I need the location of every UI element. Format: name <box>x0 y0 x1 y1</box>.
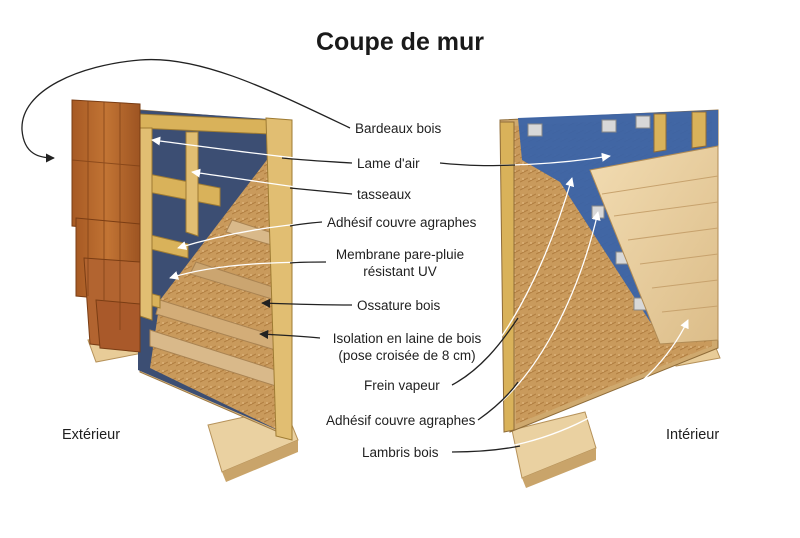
exterior-insulation <box>150 140 282 432</box>
label-exterior: Extérieur <box>62 427 121 443</box>
label-isolation-line2: (pose croisée de 8 cm) <box>338 348 476 363</box>
leader-ossature <box>261 298 353 308</box>
label-interior: Intérieur <box>666 427 720 443</box>
leader-lines <box>21 58 689 453</box>
label-lame-air: Lame d'air <box>357 156 420 171</box>
exterior-foot-right-side <box>222 440 298 482</box>
label-isolation: Isolation en laine de bois (pose croisée… <box>322 330 492 364</box>
interior-paneling-lines <box>601 175 719 313</box>
label-frein: Frein vapeur <box>364 378 440 393</box>
exterior-wall <box>71 99 299 482</box>
label-isolation-line1: Isolation en laine de bois <box>332 331 482 346</box>
exterior-diagonal-boards <box>149 219 283 389</box>
label-lambris: Lambris bois <box>362 445 439 460</box>
interior-studs <box>499 111 707 433</box>
label-ossature: Ossature bois <box>357 298 441 313</box>
label-adhesif-1: Adhésif couvre agraphes <box>327 215 477 230</box>
exterior-cedar-shingles <box>71 99 141 353</box>
interior-wall <box>499 109 721 488</box>
exterior-studs <box>139 117 293 441</box>
leader-lambris <box>451 319 689 453</box>
interior-foot-left-side <box>522 448 596 488</box>
leader-isolation <box>259 329 321 339</box>
page-title: Coupe de mur <box>315 28 485 56</box>
label-adhesif-2: Adhésif couvre agraphes <box>326 413 476 428</box>
label-tasseaux: tasseaux <box>357 187 412 202</box>
leader-bardeaux <box>21 58 351 163</box>
label-membrane-line1: Membrane pare-pluie <box>335 247 465 262</box>
label-membrane: Membrane pare-pluie résistant UV <box>330 246 470 280</box>
label-bardeaux: Bardeaux bois <box>355 121 442 136</box>
interior-pine-paneling <box>589 145 719 345</box>
label-membrane-line2: résistant UV <box>363 264 437 279</box>
